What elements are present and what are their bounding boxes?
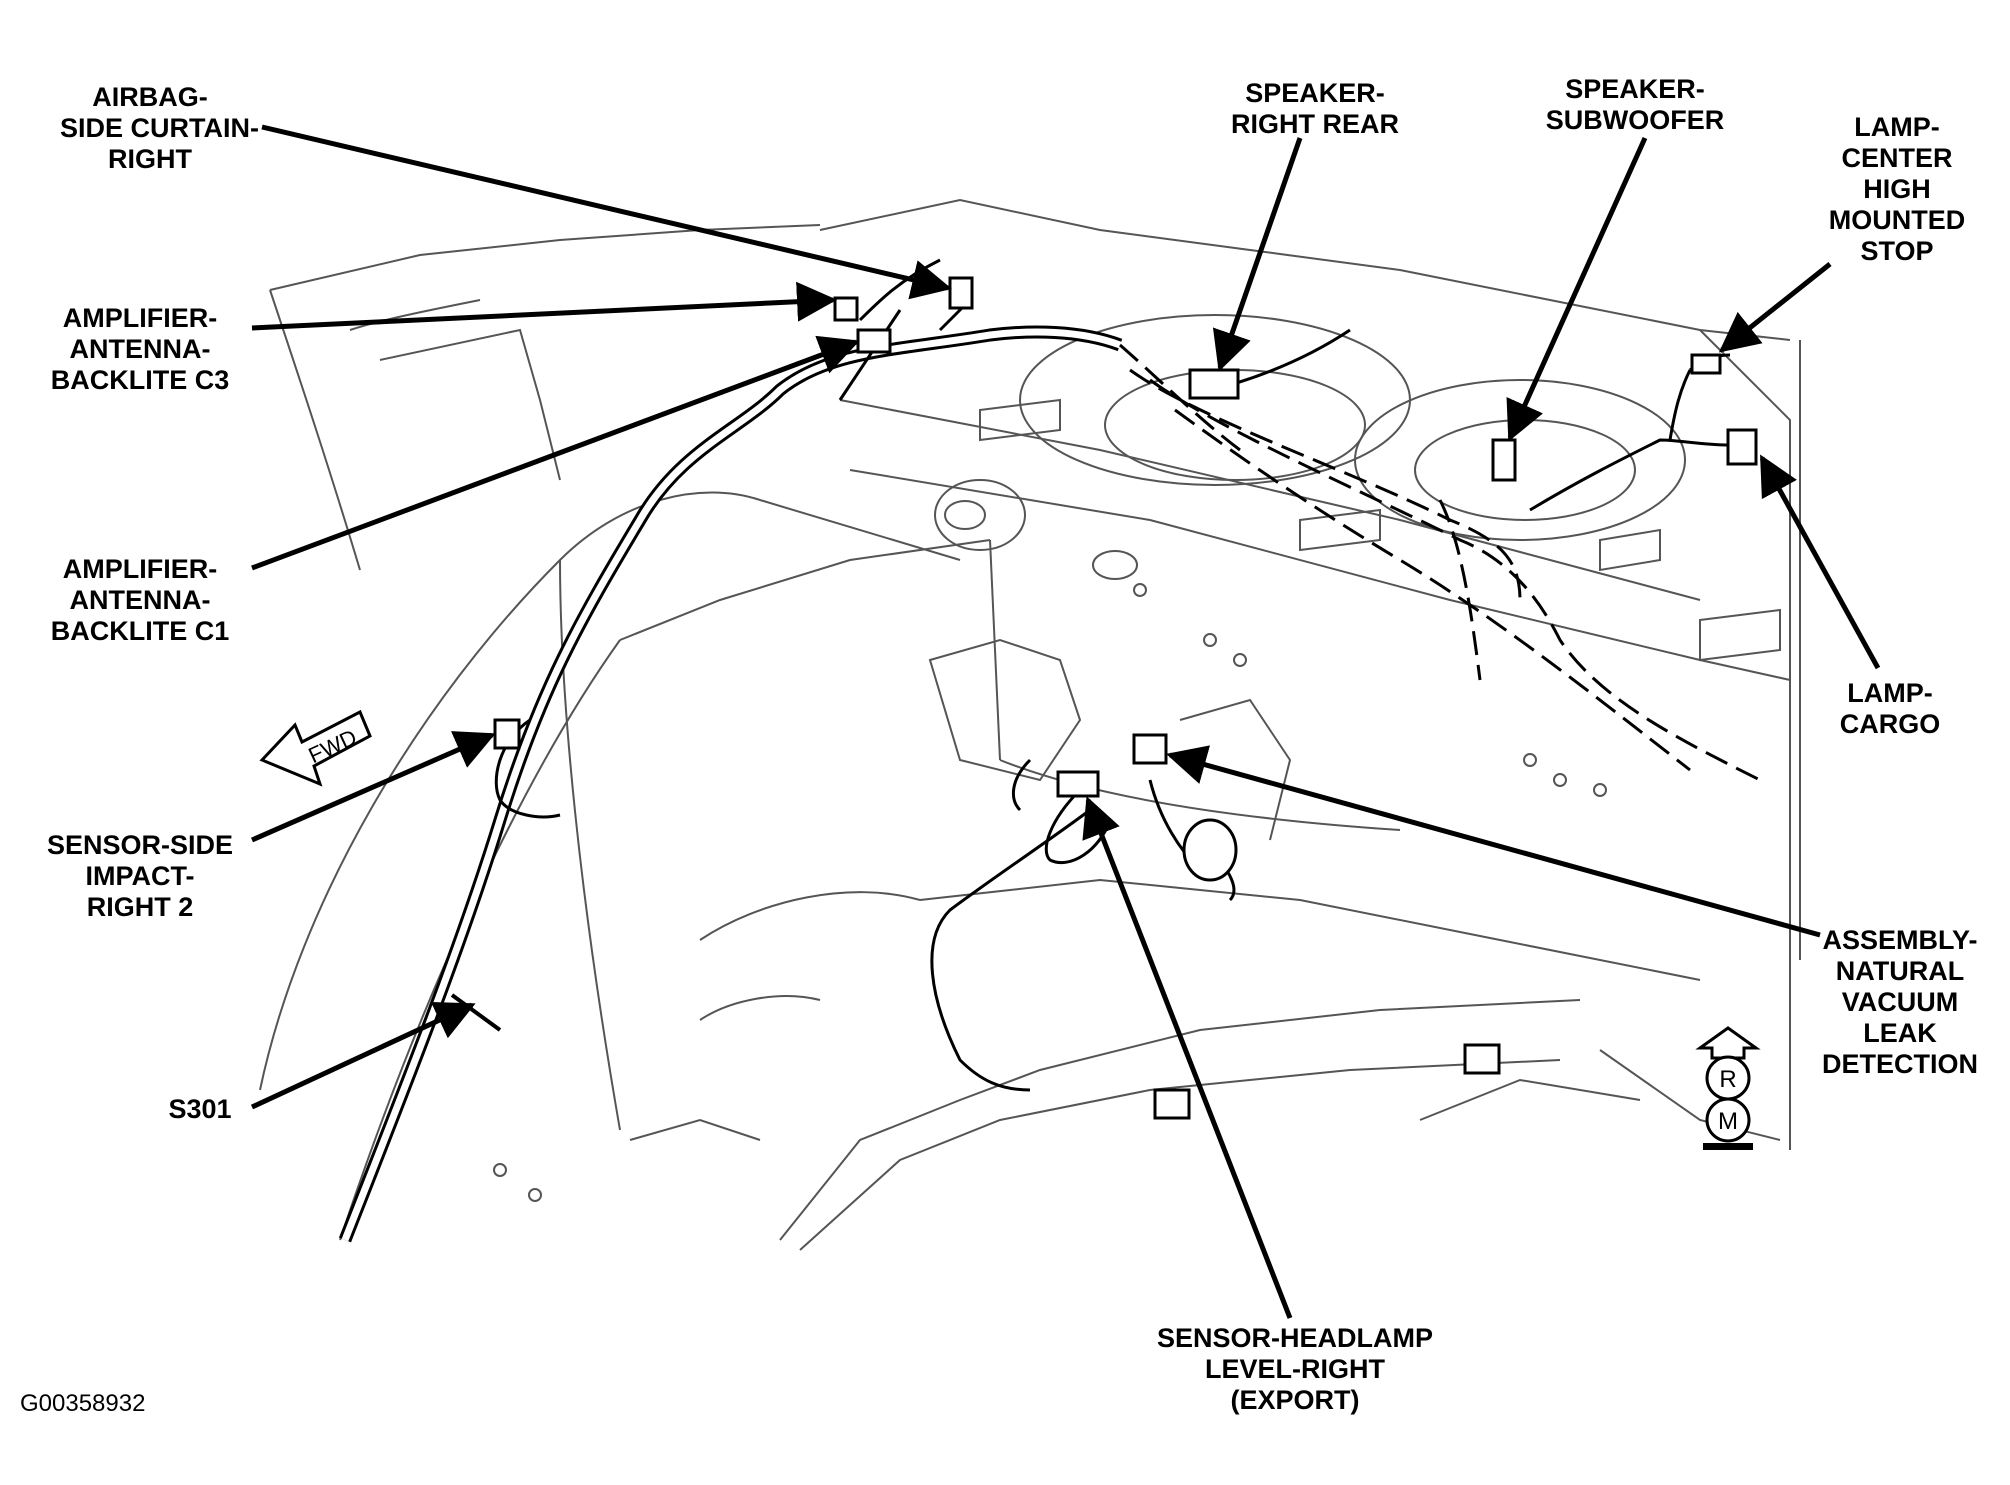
leader-headlamp-sensor [1082,796,1293,1319]
leader-speaker-subwoofer [1506,136,1648,442]
connectors [493,276,1758,1120]
view-marker-m [1705,1097,1751,1143]
label-assembly-natural-vacuum-leak-detection: ASSEMBLY- NATURAL VACUUM LEAK DETECTION [1821,925,1978,1079]
connector-amp-c3 [833,296,859,322]
connector-nvld [1132,733,1168,765]
label-amplifier-antenna-backlite-c3: AMPLIFIER- ANTENNA- BACKLITE C3 [50,303,230,395]
connector-floor-2 [1463,1043,1501,1075]
leader-speaker-right-rear [1212,137,1303,372]
leader-nvld [1166,745,1821,938]
leader-airbag-curtain [261,124,952,300]
svg-text:R: R [1719,1066,1736,1093]
body-line-art [259,198,1801,1251]
connector-speaker-subwoofer [1491,438,1517,482]
label-s301: S301 [168,1094,232,1124]
fwd-arrow-icon: FWD [259,709,372,787]
view-markers: R M [1695,1026,1761,1150]
label-lamp-center-high-mounted-stop: LAMP- CENTER HIGH MOUNTED STOP [1828,112,1966,266]
label-speaker-subwoofer: SPEAKER- SUBWOOFER [1545,74,1725,135]
connector-airbag-curtain [948,276,974,310]
label-amplifier-antenna-backlite-c1: AMPLIFIER- ANTENNA- BACKLITE C1 [50,554,230,646]
wiring-harness [338,258,1761,1243]
connector-sensor-side-impact [493,718,521,750]
splice-s301-mark [450,993,502,1032]
figure-id: G00358932 [20,1390,146,1417]
leader-amp-c1 [251,335,860,571]
svg-text:M: M [1718,1108,1738,1135]
leader-lamp-cargo [1759,454,1881,670]
label-airbag-side-curtain-right: AIRBAG- SIDE CURTAIN- RIGHT [60,82,259,174]
leader-s301 [250,1001,476,1110]
label-sensor-headlamp-level-right-export: SENSOR-HEADLAMP LEVEL-RIGHT (EXPORT) [1156,1323,1433,1415]
label-sensor-side-impact-right-2: SENSOR-SIDE IMPACT- RIGHT 2 [46,830,234,922]
connector-lamp-chmsl [1690,353,1722,375]
leader-amp-c3 [251,281,837,331]
leader-lines [250,124,1881,1319]
leader-lamp-chmsl [1718,262,1832,353]
connector-amp-c1 [856,328,892,354]
leader-sensor-side-impact [250,731,496,843]
connector-headlamp-sensor [1056,770,1100,798]
connector-speaker-right-rear [1188,368,1240,400]
connector-floor-1 [1153,1088,1191,1120]
label-lamp-cargo: LAMP- CARGO [1839,678,1941,739]
grommet [1182,818,1238,882]
label-speaker-right-rear: SPEAKER- RIGHT REAR [1231,78,1399,139]
connector-lamp-cargo [1726,428,1758,466]
